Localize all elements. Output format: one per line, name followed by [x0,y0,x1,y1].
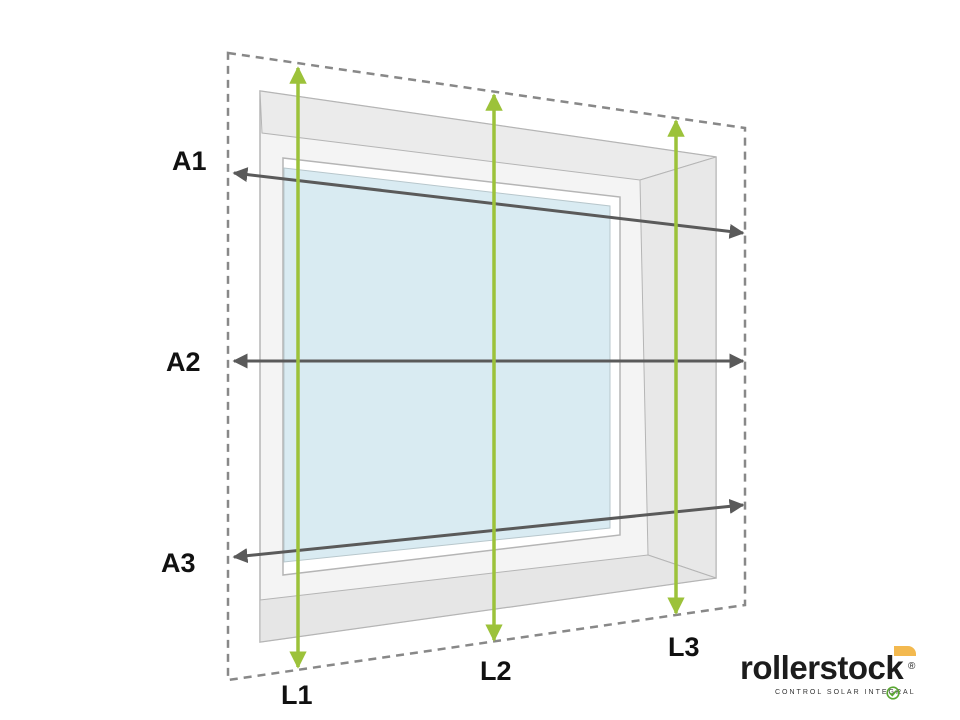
measurement-boundary [226,51,747,682]
logo-brand-name: rollerstock [740,649,904,686]
label-a3: A3 [161,548,196,578]
logo-accent-shape [894,646,916,656]
glass-pane [283,167,611,563]
rollerstock-logo: rollerstock ® CONTROL SOLAR INTEGRAL [740,645,940,705]
label-l1: L1 [281,680,313,710]
label-a2: A2 [166,347,201,377]
logo-tagline: CONTROL SOLAR INTEGRAL [775,689,916,696]
check-circle-icon [886,686,900,700]
window-frame [259,90,717,643]
label-l3: L3 [668,632,700,662]
label-l2: L2 [480,656,512,686]
height-arrows [289,66,685,669]
logo-registered-mark: ® [908,661,916,672]
label-a1: A1 [172,146,207,176]
